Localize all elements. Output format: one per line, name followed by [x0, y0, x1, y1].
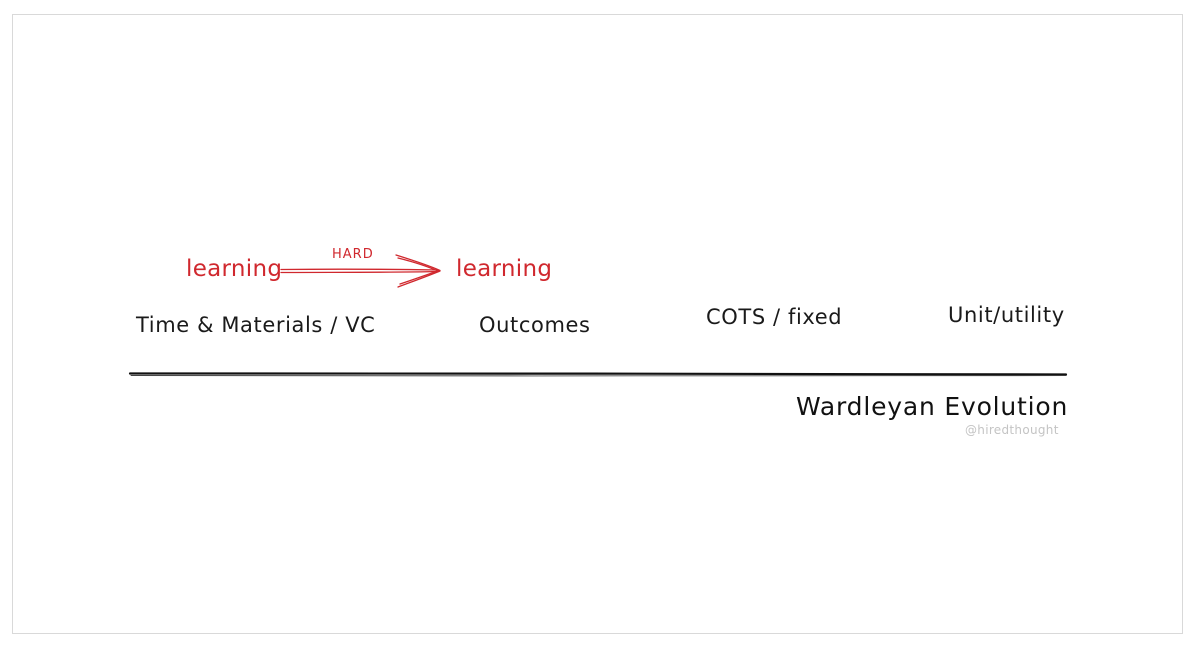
hard-transition-arrow: [280, 254, 441, 288]
author-credit: @hiredthought: [965, 423, 1059, 437]
axis-title: Wardleyan Evolution: [796, 392, 1069, 421]
learning-label-start: learning: [186, 256, 283, 282]
stage-label-cots-fixed: COTS / fixed: [706, 305, 843, 329]
stage-label-unit-utility: Unit/utility: [948, 303, 1065, 327]
evolution-axis-line: [128, 372, 1068, 376]
arrow-label-hard: HARD: [332, 247, 374, 262]
stage-label-outcomes: Outcomes: [479, 313, 591, 337]
canvas-frame: [12, 14, 1183, 634]
stage-label-time-materials: Time & Materials / VC: [136, 313, 376, 337]
learning-label-end: learning: [456, 256, 553, 282]
